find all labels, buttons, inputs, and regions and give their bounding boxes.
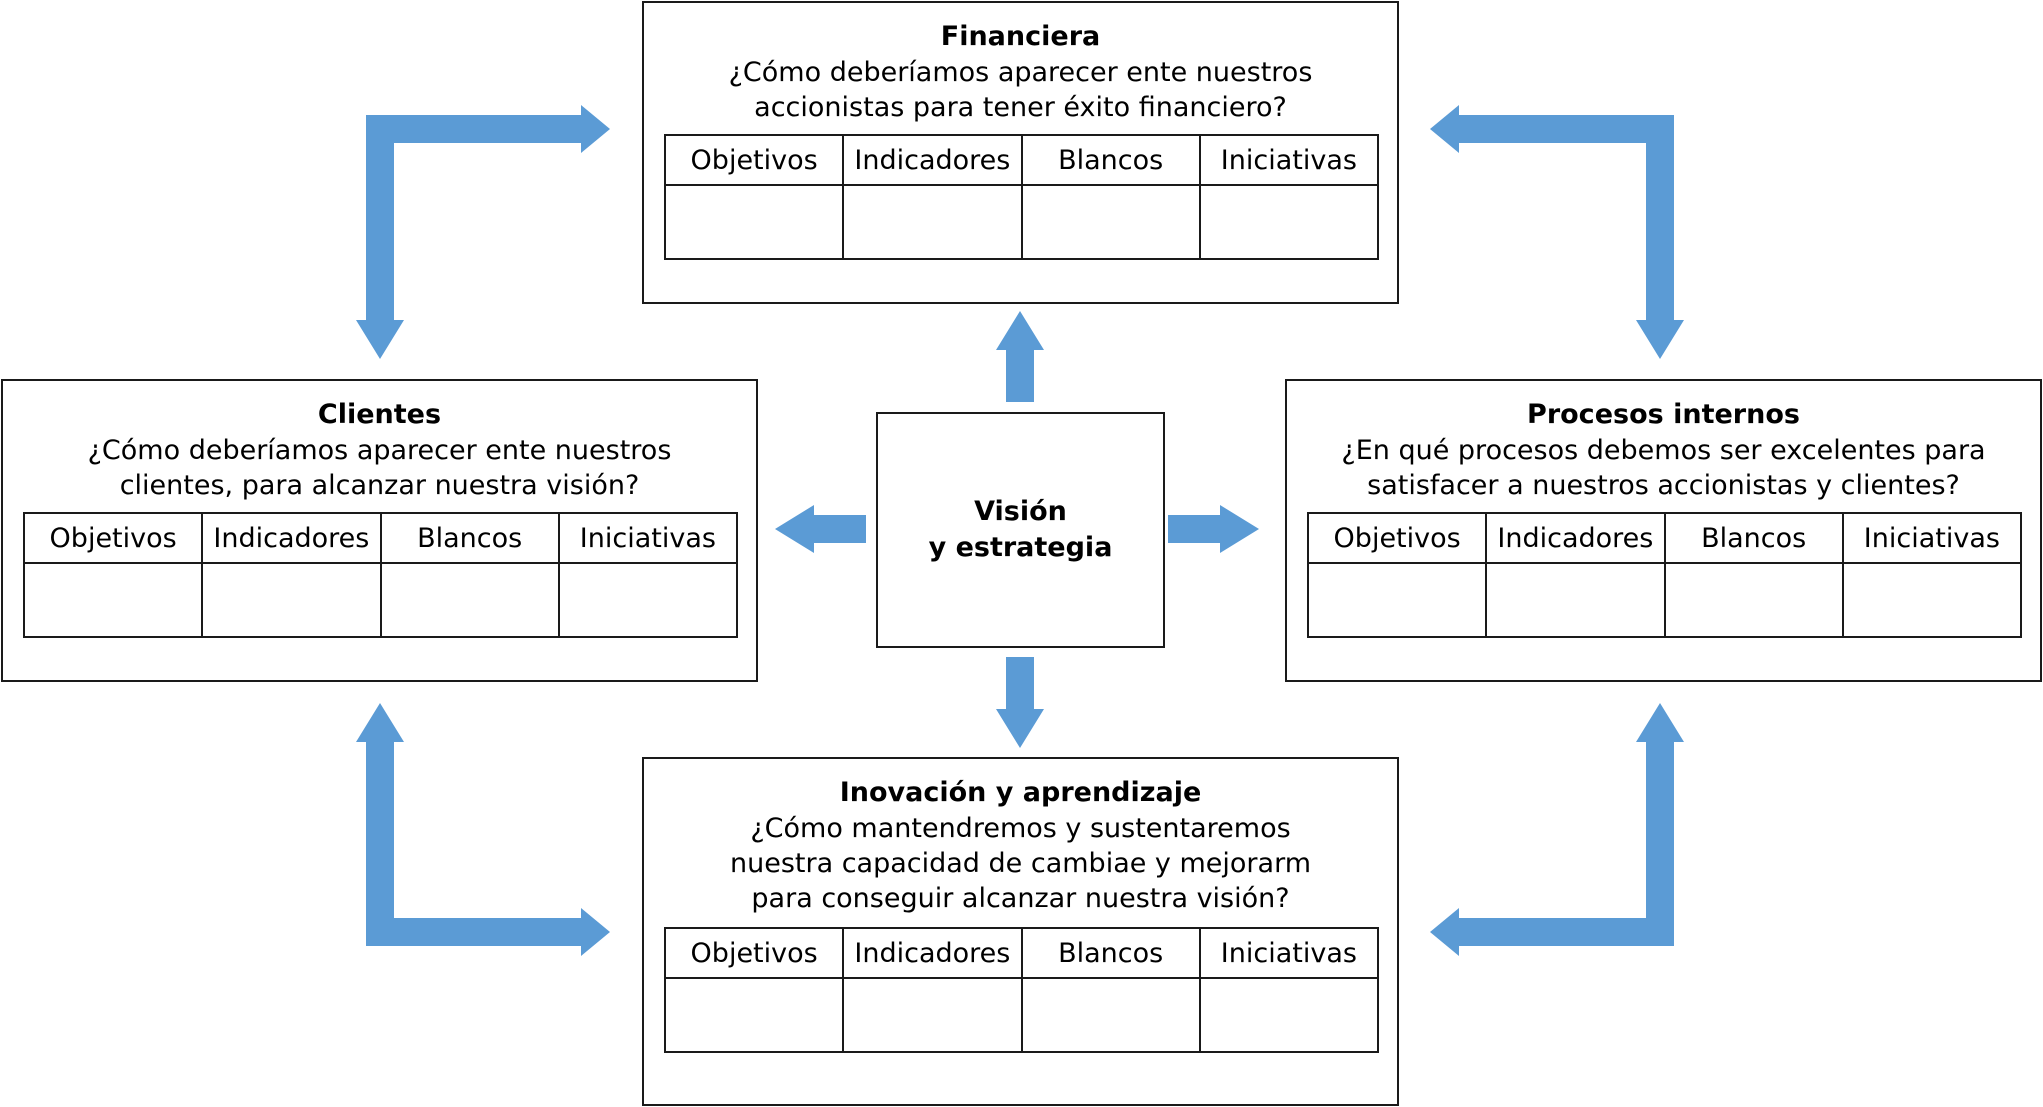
perspective-question: ¿Cómo deberíamos aparecer ente nuestros … [644,55,1397,125]
kpi-empty-row [1306,562,2023,638]
perspective-clientes: Clientes ¿Cómo deberíamos aparecer ente … [1,379,758,682]
kpi-header-row: Objetivos Indicadores Blancos Iniciativa… [22,512,739,564]
col-blancos: Blancos [1020,134,1201,186]
corner-arrow-top-right [1430,105,1684,359]
col-indicadores: Indicadores [842,927,1023,979]
col-blancos: Blancos [379,512,560,564]
center-line: y estrategia [928,532,1113,563]
arrow-up-to-financiera [996,311,1044,402]
empty-cell [1485,562,1666,638]
perspective-title: Procesos internos [1527,399,1800,430]
perspective-title: Inovación y aprendizaje [839,777,1202,808]
empty-cell [379,562,560,638]
empty-cell [1020,184,1201,260]
kpi-header-row: Objetivos Indicadores Blancos Iniciativa… [1306,512,2023,564]
question-line: nuestra capacidad de cambiae y mejorarm [729,848,1311,879]
kpi-table: Objetivos Indicadores Blancos Iniciativa… [663,927,1380,1053]
col-objetivos: Objetivos [663,134,845,186]
col-iniciativas: Iniciativas [557,512,739,564]
empty-cell [842,977,1023,1053]
question-line: accionistas para tener éxito financiero? [754,92,1287,123]
arrow-right-to-procesos [1168,505,1259,553]
empty-cell [1663,562,1844,638]
kpi-empty-row [663,184,1380,260]
col-indicadores: Indicadores [842,134,1023,186]
col-blancos: Blancos [1020,927,1201,979]
col-iniciativas: Iniciativas [1841,512,2023,564]
empty-cell [842,184,1023,260]
col-iniciativas: Iniciativas [1198,927,1380,979]
question-line: ¿Cómo mantendremos y sustentaremos [750,813,1291,844]
perspective-question: ¿Cómo deberíamos aparecer ente nuestros … [3,433,756,503]
perspective-title: Financiera [940,21,1101,52]
perspective-financiera: Financiera ¿Cómo deberíamos aparecer ent… [642,1,1399,304]
question-line: ¿Cómo deberíamos aparecer ente nuestros [728,57,1313,88]
kpi-empty-row [22,562,739,638]
arrow-down-to-innovacion [996,657,1044,748]
kpi-header-row: Objetivos Indicadores Blancos Iniciativa… [663,927,1380,979]
kpi-empty-row [663,977,1380,1053]
question-line: ¿En qué procesos debemos ser excelentes … [1341,435,1986,466]
question-line: ¿Cómo deberíamos aparecer ente nuestros [87,435,672,466]
empty-cell [1306,562,1488,638]
corner-arrow-top-left [356,105,610,359]
col-objetivos: Objetivos [663,927,845,979]
empty-cell [663,977,845,1053]
center-line: Visión [974,496,1067,527]
kpi-table: Objetivos Indicadores Blancos Iniciativa… [663,134,1380,260]
col-indicadores: Indicadores [1485,512,1666,564]
empty-cell [1198,977,1380,1053]
perspective-question: ¿En qué procesos debemos ser excelentes … [1287,433,2040,503]
col-objetivos: Objetivos [1306,512,1488,564]
col-indicadores: Indicadores [201,512,382,564]
perspective-title: Clientes [317,399,442,430]
col-iniciativas: Iniciativas [1198,134,1380,186]
perspective-question: ¿Cómo mantendremos y sustentaremos nuest… [644,811,1397,916]
empty-cell [22,562,204,638]
empty-cell [1020,977,1201,1053]
col-blancos: Blancos [1663,512,1844,564]
kpi-header-row: Objetivos Indicadores Blancos Iniciativa… [663,134,1380,186]
question-line: clientes, para alcanzar nuestra visión? [119,470,640,501]
question-line: para conseguir alcanzar nuestra visión? [751,883,1290,914]
corner-arrow-bottom-right [1430,703,1684,956]
perspective-innovacion: Inovación y aprendizaje ¿Cómo mantendrem… [642,757,1399,1106]
corner-arrow-bottom-left [356,703,610,956]
empty-cell [201,562,382,638]
perspective-procesos-internos: Procesos internos ¿En qué procesos debem… [1285,379,2042,682]
col-objetivos: Objetivos [22,512,204,564]
empty-cell [1841,562,2023,638]
empty-cell [1198,184,1380,260]
empty-cell [663,184,845,260]
arrow-left-to-clientes [775,505,866,553]
vision-strategy-box: Visión y estrategia [876,412,1165,648]
empty-cell [557,562,739,638]
question-line: satisfacer a nuestros accionistas y clie… [1367,470,1960,501]
kpi-table: Objetivos Indicadores Blancos Iniciativa… [1306,512,2023,638]
kpi-table: Objetivos Indicadores Blancos Iniciativa… [22,512,739,638]
